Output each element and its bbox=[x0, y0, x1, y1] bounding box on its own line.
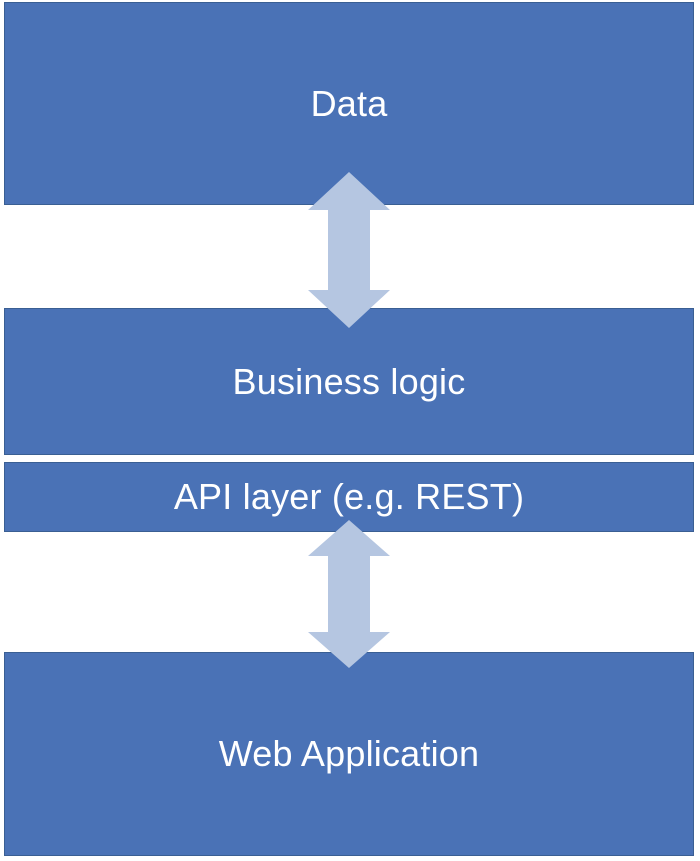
double-arrow-api-web-shape bbox=[308, 520, 390, 668]
business-logic-layer-label: Business logic bbox=[232, 360, 466, 402]
double-arrow-api-web-icon bbox=[308, 520, 390, 668]
web-application-layer-label: Web Application bbox=[218, 733, 480, 774]
business-logic-layer-box: Business logic bbox=[4, 308, 694, 455]
api-layer-box: API layer (e.g. REST) bbox=[4, 462, 694, 532]
api-layer-label: API layer (e.g. REST) bbox=[173, 476, 525, 517]
data-layer-box: Data bbox=[4, 2, 694, 205]
web-application-layer-box: Web Application bbox=[4, 652, 694, 856]
data-layer-label: Data bbox=[310, 82, 388, 124]
